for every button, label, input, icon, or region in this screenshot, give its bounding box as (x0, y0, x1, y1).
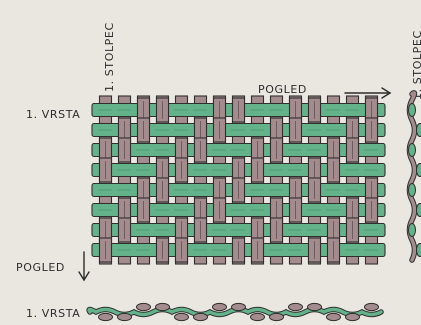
view-label-left: POGLED (16, 261, 65, 274)
cross-section-warp-dot (289, 303, 303, 310)
cross-section-warp-dot (270, 313, 284, 320)
cross-section-warp-dot (99, 313, 113, 320)
cross-section-warp-dot (118, 313, 132, 320)
cross-section-warp-dot (194, 313, 208, 320)
view-label-top: POGLED (258, 83, 307, 96)
cross-section-warp-dot (308, 303, 322, 310)
side-section-weft-dot (417, 204, 421, 217)
cross-section-warp-dot (232, 303, 246, 310)
cross-section-warp-dot (365, 303, 379, 310)
cross-section-warp-dot (137, 303, 151, 310)
side-section-weft-dot (409, 104, 416, 117)
cross-section-warp-dot (175, 313, 189, 320)
side-section-weft-dot (409, 144, 416, 157)
side-section-weft-dot (417, 244, 421, 257)
cross-section-warp-dot (251, 313, 265, 320)
column-label-top: 1. STOLPEC (103, 22, 116, 92)
row-label-top: 1. VRSTA (26, 108, 80, 121)
cross-section-warp-dot (213, 303, 227, 310)
cross-section-warp-dot (327, 313, 341, 320)
cross-section-warp-dot (346, 313, 360, 320)
cross-section-warp-dot (156, 303, 170, 310)
side-section-weft-dot (417, 164, 421, 177)
side-section-weft-dot (409, 184, 416, 197)
row-label-bottom: 1. VRSTA (26, 307, 80, 320)
side-section-weft-dot (409, 224, 416, 237)
column-label-right: 1. STOLPEC (411, 30, 421, 100)
side-section-weft-dot (417, 124, 421, 137)
